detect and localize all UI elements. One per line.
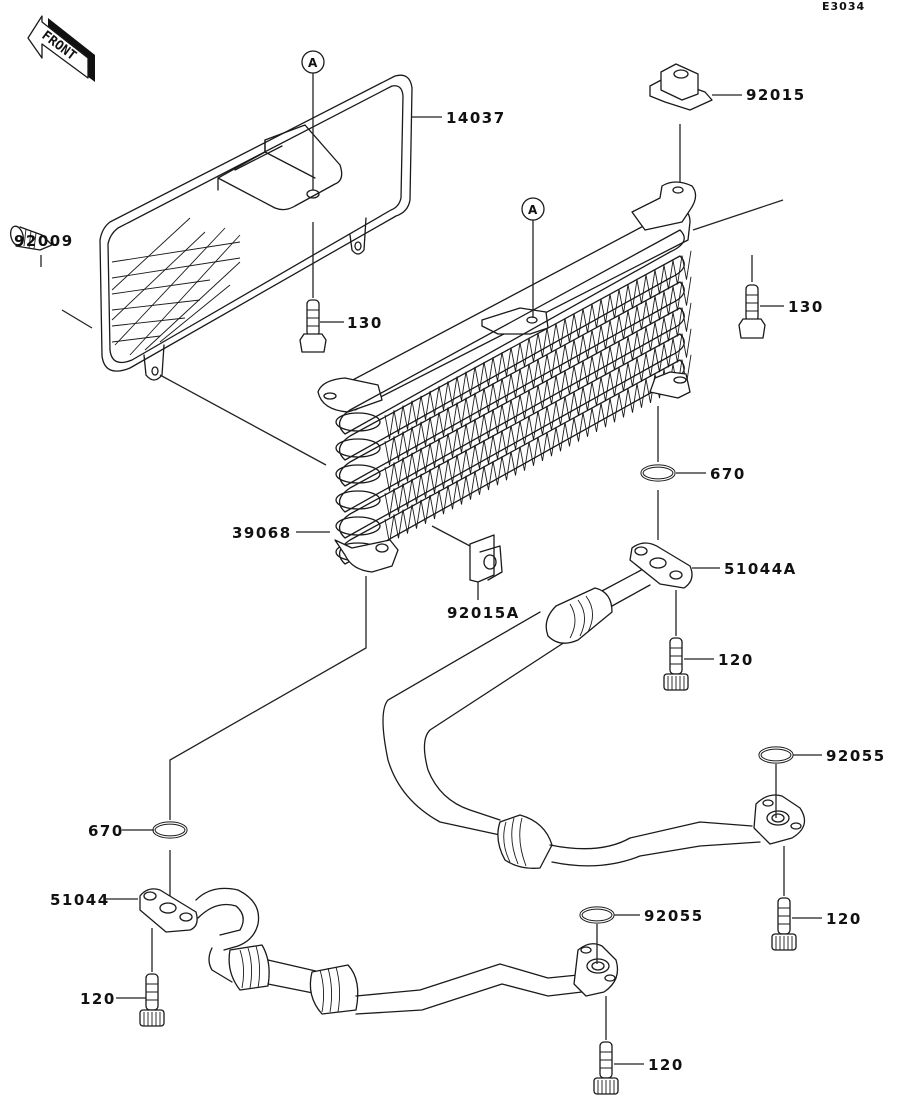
o-ring-92055-bottom[interactable] (579, 906, 615, 924)
cooler-tube-end (335, 464, 381, 484)
cooler-fin-row (384, 328, 692, 518)
o-ring-670-bottom[interactable] (152, 821, 188, 839)
part-label-120-left[interactable]: 120 (80, 990, 116, 1008)
part-label-92015[interactable]: 92015 (746, 86, 806, 104)
cooler-fin-row (384, 302, 692, 492)
part-label-120-bottom[interactable]: 120 (648, 1056, 684, 1074)
cooler-tube-end (335, 412, 381, 432)
bolt-120-left[interactable] (139, 973, 165, 1027)
bolt-120-right[interactable] (771, 897, 797, 951)
part-label-51044[interactable]: 51044 (50, 891, 110, 909)
bolt-120-top[interactable] (663, 637, 689, 691)
diagram-code: E3034 (822, 0, 865, 13)
svg-text:A: A (528, 203, 538, 217)
oil-hose-upper[interactable] (382, 542, 806, 869)
part-label-39068[interactable]: 39068 (232, 524, 292, 542)
screw-92009[interactable] (9, 225, 53, 251)
part-label-92055-bottom[interactable]: 92055 (644, 907, 704, 925)
part-label-92015A[interactable]: 92015A (447, 604, 520, 622)
part-label-14037[interactable]: 14037 (446, 109, 506, 127)
oil-hose-lower[interactable] (139, 887, 619, 1015)
oil-cooler[interactable] (317, 181, 697, 573)
part-label-130-left[interactable]: 130 (347, 314, 383, 332)
part-label-120-top[interactable]: 120 (718, 651, 754, 669)
o-ring-92055-right[interactable] (758, 746, 794, 764)
clip-nut-92015[interactable] (649, 63, 713, 111)
cooler-fin-row (384, 276, 692, 466)
bolt-120-bottom[interactable] (593, 1041, 619, 1095)
reference-mark-a-2: A (521, 197, 545, 221)
bolt-130-left[interactable] (299, 299, 327, 353)
svg-text:A: A (308, 56, 318, 70)
cooler-fin-row (384, 250, 692, 440)
oil-cooler-guard[interactable] (99, 74, 413, 381)
cooler-fins (384, 250, 692, 544)
reference-mark-a: A (301, 50, 325, 74)
part-label-92055-right[interactable]: 92055 (826, 747, 886, 765)
clip-92015A[interactable] (469, 534, 503, 583)
bolt-130-right[interactable] (738, 284, 766, 339)
part-label-670-top[interactable]: 670 (710, 465, 746, 483)
part-label-670-bottom[interactable]: 670 (88, 822, 124, 840)
front-arrow-icon: FRONT (27, 15, 95, 82)
o-ring-670-top[interactable] (640, 464, 676, 482)
cooler-tube-end (335, 438, 381, 458)
part-label-51044A[interactable]: 51044A (724, 560, 797, 578)
cooler-tube-end (335, 490, 381, 510)
cooler-tube (338, 229, 685, 435)
part-label-120-right[interactable]: 120 (826, 910, 862, 928)
cooler-coils (335, 229, 685, 565)
guard-mesh (111, 217, 241, 356)
part-label-92009[interactable]: 92009 (14, 232, 74, 250)
cooler-tube-end (335, 516, 381, 536)
part-label-130-right[interactable]: 130 (788, 298, 824, 316)
